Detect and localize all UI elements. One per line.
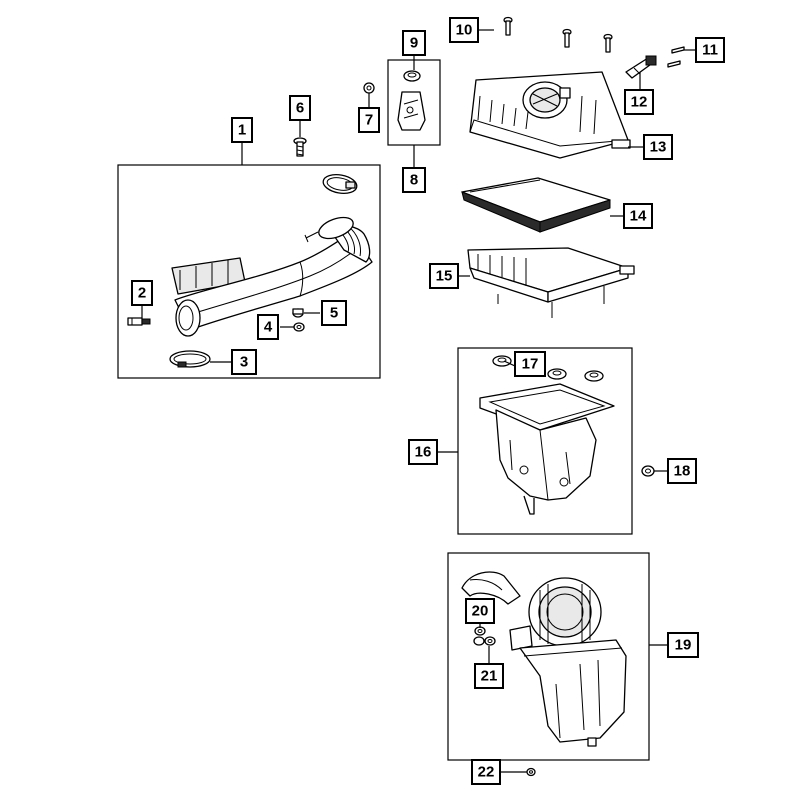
callout-13: 13 [643,134,673,160]
svg-text:9: 9 [410,35,418,52]
svg-text:1: 1 [238,122,246,139]
air-box-cover-part-13 [469,71,631,159]
callout-11: 11 [695,37,725,63]
lower-housing-part-16 [479,383,615,515]
callout-9: 9 [402,30,426,56]
svg-text:20: 20 [472,603,489,620]
frame-air-inlet-group [117,164,381,379]
svg-text:10: 10 [456,22,473,39]
callout-19: 19 [667,632,699,658]
nut-part-22 [526,767,536,777]
svg-text:14: 14 [630,208,647,225]
screws-part-11 [667,46,685,68]
housing-assembly-part-19 [461,571,627,747]
tray-part-15 [467,247,635,318]
svg-text:22: 22 [478,764,495,781]
bolt-part-6 [293,137,307,157]
callout-7: 7 [358,107,380,133]
callout-4: 4 [257,314,279,340]
callout-15: 15 [429,263,459,289]
svg-text:7: 7 [365,112,373,129]
svg-text:17: 17 [522,356,539,373]
air-inlet-duct [171,216,373,337]
svg-text:4: 4 [264,319,273,336]
bracket-part-8 [397,91,426,131]
sensor-part-2 [127,317,151,326]
grommets-part-17 [492,355,604,382]
callout-1: 1 [231,117,253,143]
callout-3: 3 [231,349,257,375]
hose-clamp-upper [322,174,358,194]
leader-lines [141,29,696,773]
callout-6: 6 [289,95,311,121]
nut-part-18 [641,465,655,477]
screws-part-10 [503,16,613,53]
callout-2: 2 [131,280,153,306]
callout-8: 8 [402,167,426,193]
svg-text:13: 13 [650,139,667,156]
callout-21: 21 [474,663,504,689]
clip-part-7 [363,82,375,94]
sensor-part-12 [625,55,657,79]
svg-text:15: 15 [436,268,453,285]
callout-12: 12 [624,89,654,115]
grommet-part-5 [292,308,304,318]
svg-text:6: 6 [296,100,304,117]
svg-text:11: 11 [702,42,718,59]
svg-text:21: 21 [481,668,498,685]
frame-lower-housing-group [457,347,633,535]
grommet-part-20 [474,626,486,636]
svg-text:18: 18 [674,463,691,480]
grommet-part-9 [403,70,421,82]
svg-text:8: 8 [410,172,418,189]
svg-text:3: 3 [240,354,248,371]
air-filter-part-14 [461,177,611,233]
hose-clamp-part-3 [169,350,211,368]
svg-text:16: 16 [415,444,432,461]
callout-18: 18 [667,458,697,484]
callout-16: 16 [408,439,438,465]
svg-text:5: 5 [330,305,338,322]
svg-text:19: 19 [675,637,692,654]
callout-20: 20 [465,598,495,624]
nuts-part-21 [473,636,496,646]
svg-text:12: 12 [631,94,648,111]
callout-22: 22 [471,759,501,785]
svg-text:2: 2 [138,285,146,302]
callout-5: 5 [321,300,347,326]
callout-14: 14 [623,203,653,229]
callout-17: 17 [514,351,546,377]
nut-part-4 [293,322,305,332]
callout-10: 10 [449,17,479,43]
frame-housing-assembly-group [447,552,650,761]
